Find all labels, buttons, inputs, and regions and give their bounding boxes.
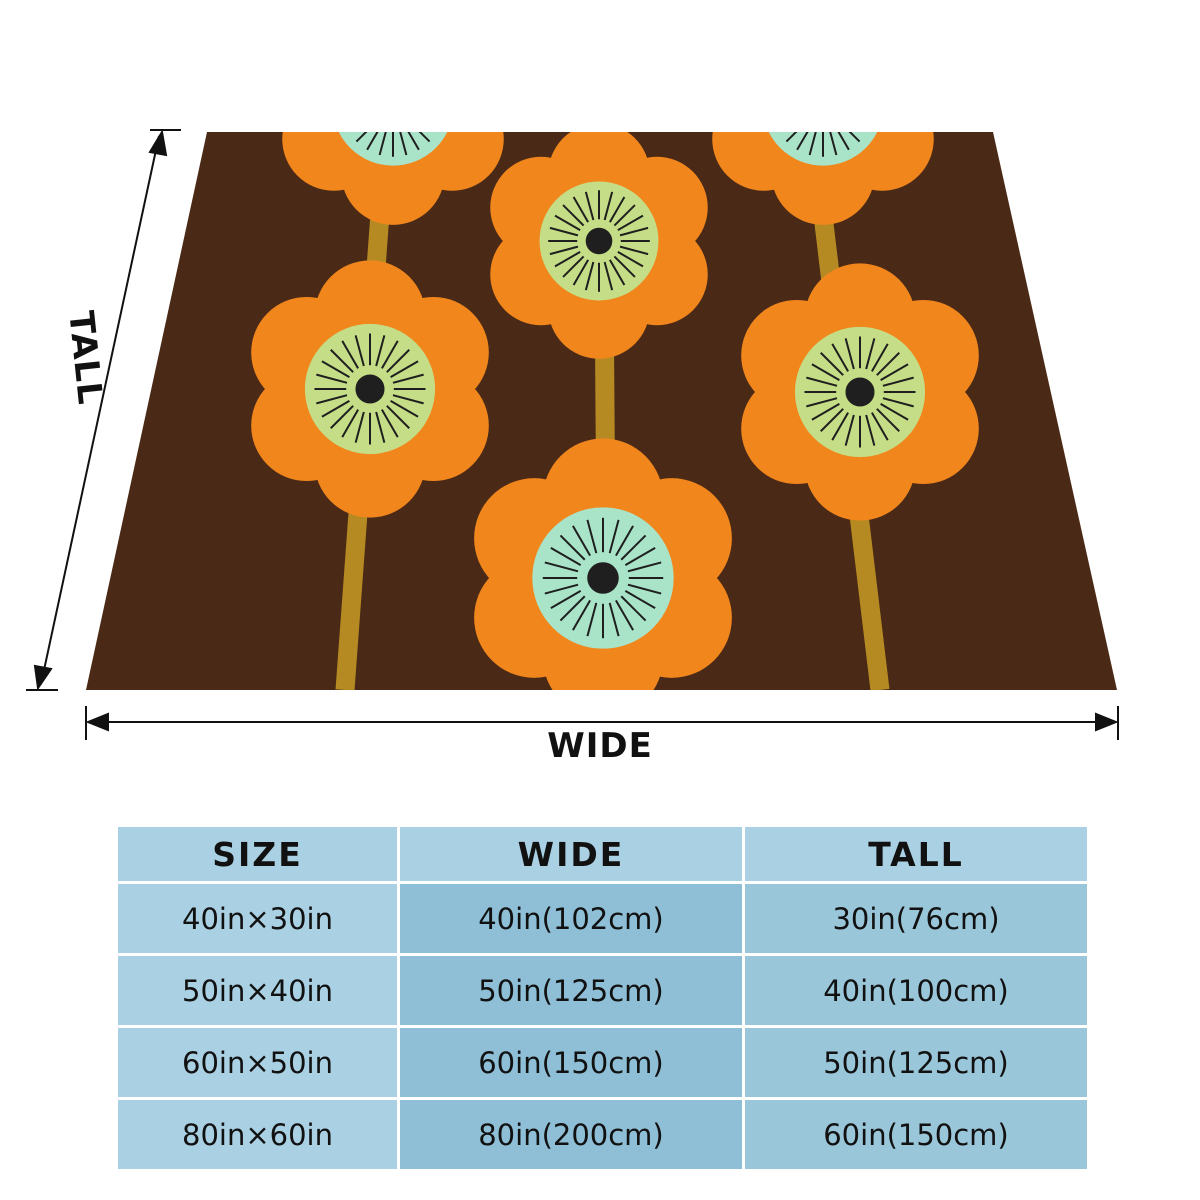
table-row: 60in×50in 60in(150cm) 50in(125cm) — [118, 1028, 1087, 1097]
header-wide: WIDE — [400, 827, 742, 881]
flower — [712, 132, 934, 225]
size-chart-table: SIZE WIDE TALL 40in×30in 40in(102cm) 30i… — [115, 824, 1090, 1172]
table-row: 50in×40in 50in(125cm) 40in(100cm) — [118, 956, 1087, 1025]
table-row: 80in×60in 80in(200cm) 60in(150cm) — [118, 1100, 1087, 1169]
wide-cell: 80in(200cm) — [400, 1100, 742, 1169]
tall-cell: 50in(125cm) — [744, 1028, 1087, 1097]
tall-dimension-arrow — [26, 129, 181, 691]
size-cell: 80in×60in — [118, 1100, 397, 1169]
blanket-illustration — [26, 129, 1119, 740]
tall-cell: 40in(100cm) — [744, 956, 1087, 1025]
wide-cell: 40in(102cm) — [400, 884, 742, 953]
size-cell: 40in×30in — [118, 884, 397, 953]
size-cell: 60in×50in — [118, 1028, 397, 1097]
tall-cell: 60in(150cm) — [744, 1100, 1087, 1169]
flower — [251, 260, 489, 518]
tall-cell: 30in(76cm) — [744, 884, 1087, 953]
wide-cell: 50in(125cm) — [400, 956, 742, 1025]
flower-pattern — [251, 132, 979, 690]
wide-cell: 60in(150cm) — [400, 1028, 742, 1097]
table-row: 40in×30in 40in(102cm) 30in(76cm) — [118, 884, 1087, 953]
header-size: SIZE — [118, 827, 397, 881]
flower — [282, 132, 504, 225]
flower — [741, 263, 979, 521]
blanket — [86, 132, 1117, 690]
header-tall: TALL — [744, 827, 1087, 881]
flower — [474, 438, 732, 690]
table-header-row: SIZE WIDE TALL — [118, 827, 1087, 881]
wide-dimension-arrow — [85, 706, 1119, 740]
size-cell: 50in×40in — [118, 956, 397, 1025]
flower — [490, 132, 708, 359]
wide-label: WIDE — [547, 726, 653, 766]
